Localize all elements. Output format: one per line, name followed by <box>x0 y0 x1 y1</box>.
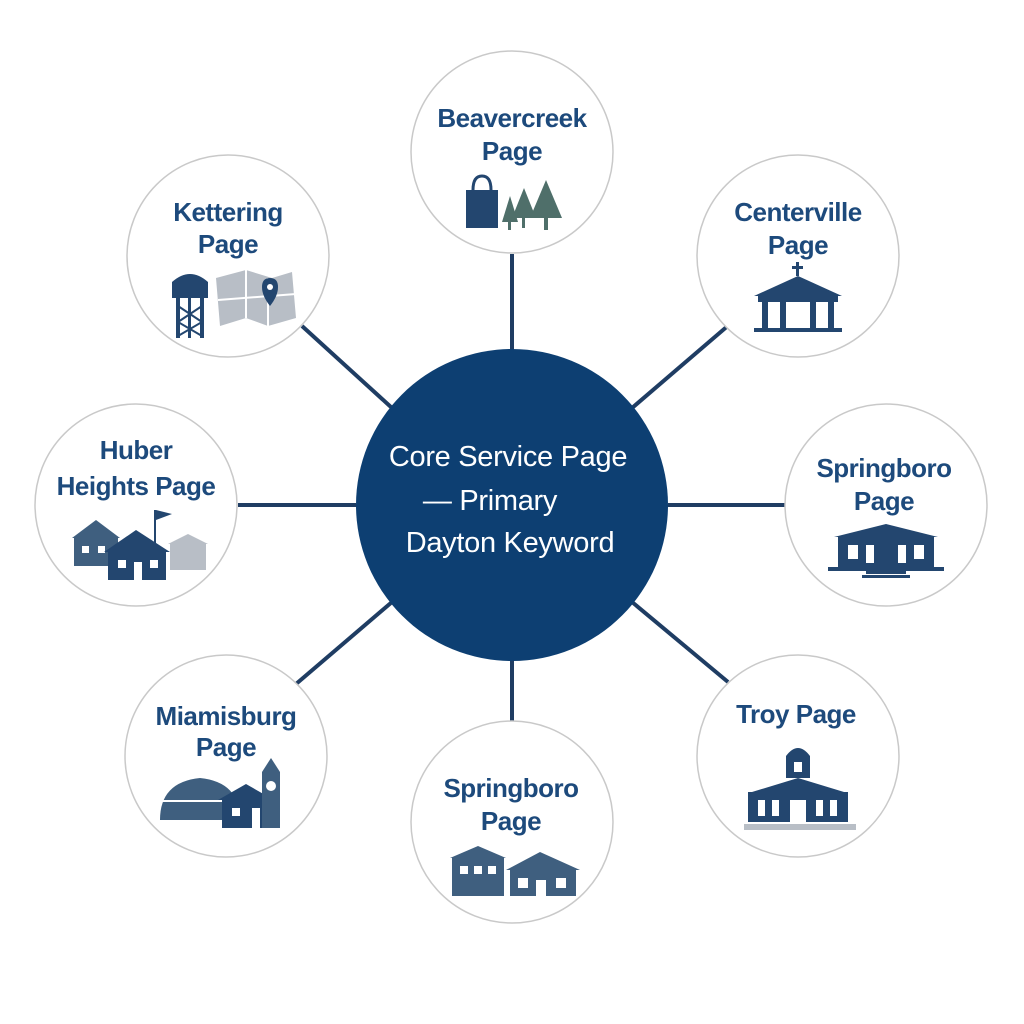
node-label-line-2: Page <box>854 486 914 516</box>
node-label-line-2: Heights Page <box>57 471 216 501</box>
spokes <box>238 254 788 730</box>
node-circle <box>696 154 900 358</box>
mound-clocktower-icon <box>160 758 280 828</box>
node-miamisburg[interactable]: Miamisburg Page <box>124 654 328 858</box>
node-label-line-1: Miamisburg <box>156 701 297 731</box>
node-label-line-2: Page <box>481 806 541 836</box>
spoke-kettering <box>300 324 394 410</box>
node-label-line-1: Springboro <box>443 773 578 803</box>
spoke-miamisburg <box>294 600 394 686</box>
node-label-line-1: Troy Page <box>736 699 856 729</box>
node-centerville[interactable]: Centerville Page <box>696 154 900 358</box>
node-label-line-2: Page <box>198 229 258 259</box>
node-label-line-1: Centerville <box>734 197 861 227</box>
node-label-line-2: Page <box>482 136 542 166</box>
core-label-line-3: Dayton Keyword <box>406 527 615 559</box>
node-label-line-1: Kettering <box>173 197 283 227</box>
node-beavercreek[interactable]: Beavercreek Page <box>410 50 614 254</box>
node-label-line-2: Page <box>196 732 256 762</box>
node-springboro-right[interactable]: Springboro Page <box>784 403 988 607</box>
spoke-centerville <box>630 322 732 410</box>
node-huber-heights[interactable]: Huber Heights Page <box>34 403 238 607</box>
core-label-line-1: Core Service Page <box>389 441 627 473</box>
node-label-line-1: Beavercreek <box>437 103 587 133</box>
houses-icon <box>450 846 580 896</box>
neighborhood-flag-icon <box>72 510 208 580</box>
node-label-line-1: Huber <box>100 435 173 465</box>
civic-building-icon <box>828 524 944 578</box>
node-label-line-1: Springboro <box>816 453 951 483</box>
water-tower-map-icon <box>172 270 297 338</box>
node-kettering[interactable]: Kettering Page <box>126 154 330 358</box>
core-label-line-2: — Primary <box>423 485 558 517</box>
spoke-troy <box>630 600 730 684</box>
courthouse-icon <box>744 748 856 830</box>
node-label-line-2: Page <box>768 230 828 260</box>
core-service-node: Core Service Page — Primary Dayton Keywo… <box>356 349 668 661</box>
node-springboro-bottom[interactable]: Springboro Page <box>410 720 614 924</box>
node-troy[interactable]: Troy Page <box>696 654 900 858</box>
node-circle <box>784 403 988 607</box>
node-circle <box>410 50 614 254</box>
core-circle <box>356 349 668 661</box>
gazebo-icon <box>754 262 842 332</box>
shopping-bag-trees-icon <box>466 174 562 230</box>
